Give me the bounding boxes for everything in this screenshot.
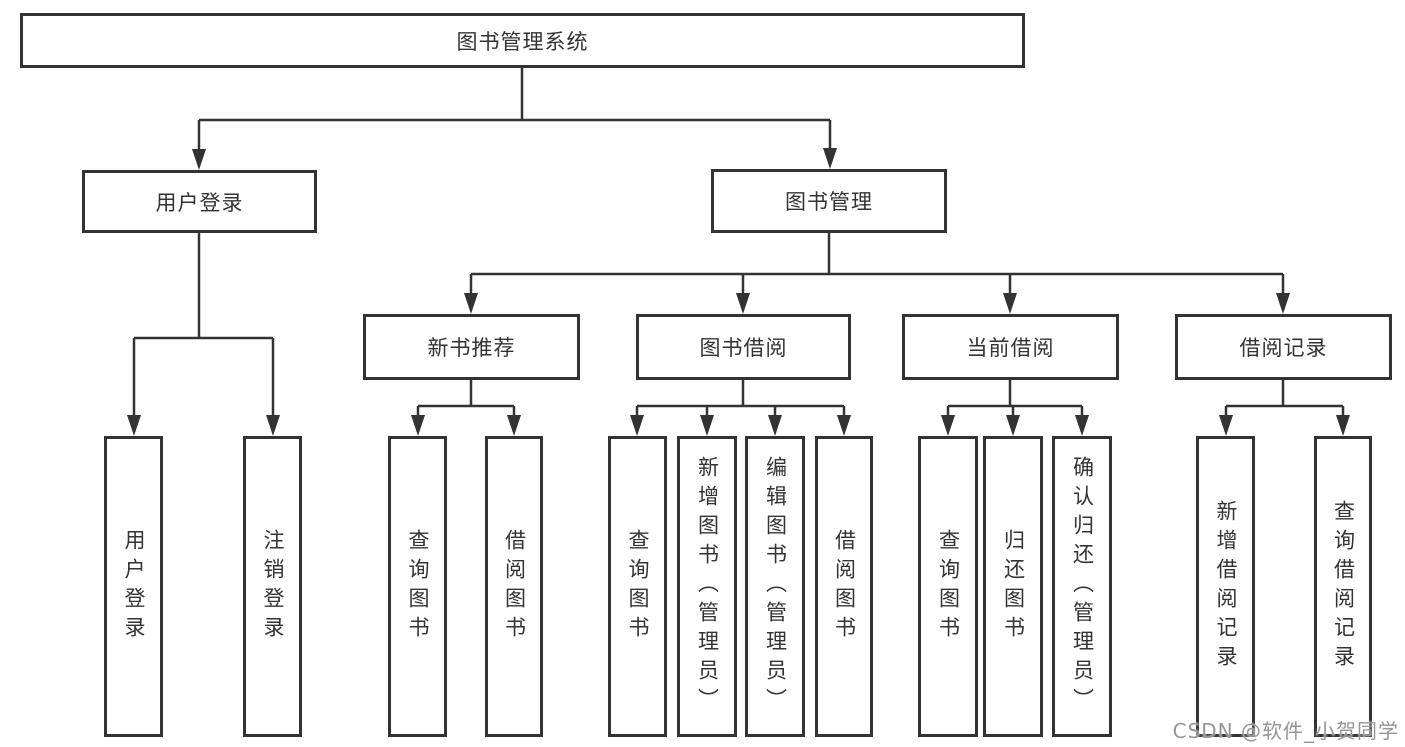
node-book-management-label: 图书管理 <box>785 190 873 214</box>
leaf-query-book-borrow: 查询图书 <box>608 436 667 737</box>
leaf-add-book-admin-label: 新增图书（管理员） <box>695 456 720 717</box>
leaf-borrow-book-recommend-label: 借阅图书 <box>502 528 527 645</box>
leaf-query-borrow-record: 查询借阅记录 <box>1314 436 1372 737</box>
leaf-user-login: 用户登录 <box>104 436 163 737</box>
node-root-label: 图书管理系统 <box>456 29 589 54</box>
arrowhead-icons <box>127 148 1350 436</box>
node-book-borrow-label: 图书借阅 <box>699 336 788 360</box>
leaf-logout: 注销登录 <box>243 436 302 737</box>
node-borrow-records: 借阅记录 <box>1175 314 1392 380</box>
leaf-add-book-admin: 新增图书（管理员） <box>677 436 737 737</box>
leaf-borrow-book-label: 借阅图书 <box>832 528 857 645</box>
node-user-login-label: 用户登录 <box>155 190 244 215</box>
node-borrow-records-label: 借阅记录 <box>1239 336 1328 360</box>
leaf-return-book: 归还图书 <box>983 436 1043 737</box>
leaf-query-book-current: 查询图书 <box>918 436 978 737</box>
node-current-borrow: 当前借阅 <box>902 314 1119 380</box>
leaf-query-book-recommend: 查询图书 <box>388 436 447 737</box>
leaf-confirm-return-admin: 确认归还（管理员） <box>1052 436 1112 737</box>
leaf-logout-label: 注销登录 <box>261 528 285 645</box>
leaf-return-book-label: 归还图书 <box>1001 528 1026 645</box>
node-current-borrow-label: 当前借阅 <box>966 336 1055 360</box>
csdn-watermark: CSDN @软件_小贺同学 <box>1172 719 1399 743</box>
leaf-edit-book-admin: 编辑图书（管理员） <box>745 436 805 737</box>
node-book-borrow: 图书借阅 <box>636 314 851 380</box>
leaf-add-borrow-record: 新增借阅记录 <box>1196 436 1255 737</box>
node-new-book-recommend: 新书推荐 <box>363 314 580 380</box>
leaf-confirm-return-admin-label: 确认归还（管理员） <box>1070 456 1095 717</box>
node-book-management: 图书管理 <box>711 169 947 233</box>
leaf-query-book-current-label: 查询图书 <box>936 528 961 645</box>
leaf-borrow-book-recommend: 借阅图书 <box>485 436 543 737</box>
leaf-borrow-book: 借阅图书 <box>815 436 873 737</box>
leaf-query-book-recommend-label: 查询图书 <box>406 528 430 645</box>
node-user-login: 用户登录 <box>82 170 317 233</box>
leaf-query-book-borrow-label: 查询图书 <box>626 528 650 645</box>
leaf-query-borrow-record-label: 查询借阅记录 <box>1331 499 1356 674</box>
leaf-user-login-label: 用户登录 <box>122 528 146 645</box>
node-new-book-recommend-label: 新书推荐 <box>427 336 516 360</box>
node-root: 图书管理系统 <box>20 13 1025 68</box>
leaf-add-borrow-record-label: 新增借阅记录 <box>1214 499 1238 674</box>
leaf-edit-book-admin-label: 编辑图书（管理员） <box>763 456 788 717</box>
